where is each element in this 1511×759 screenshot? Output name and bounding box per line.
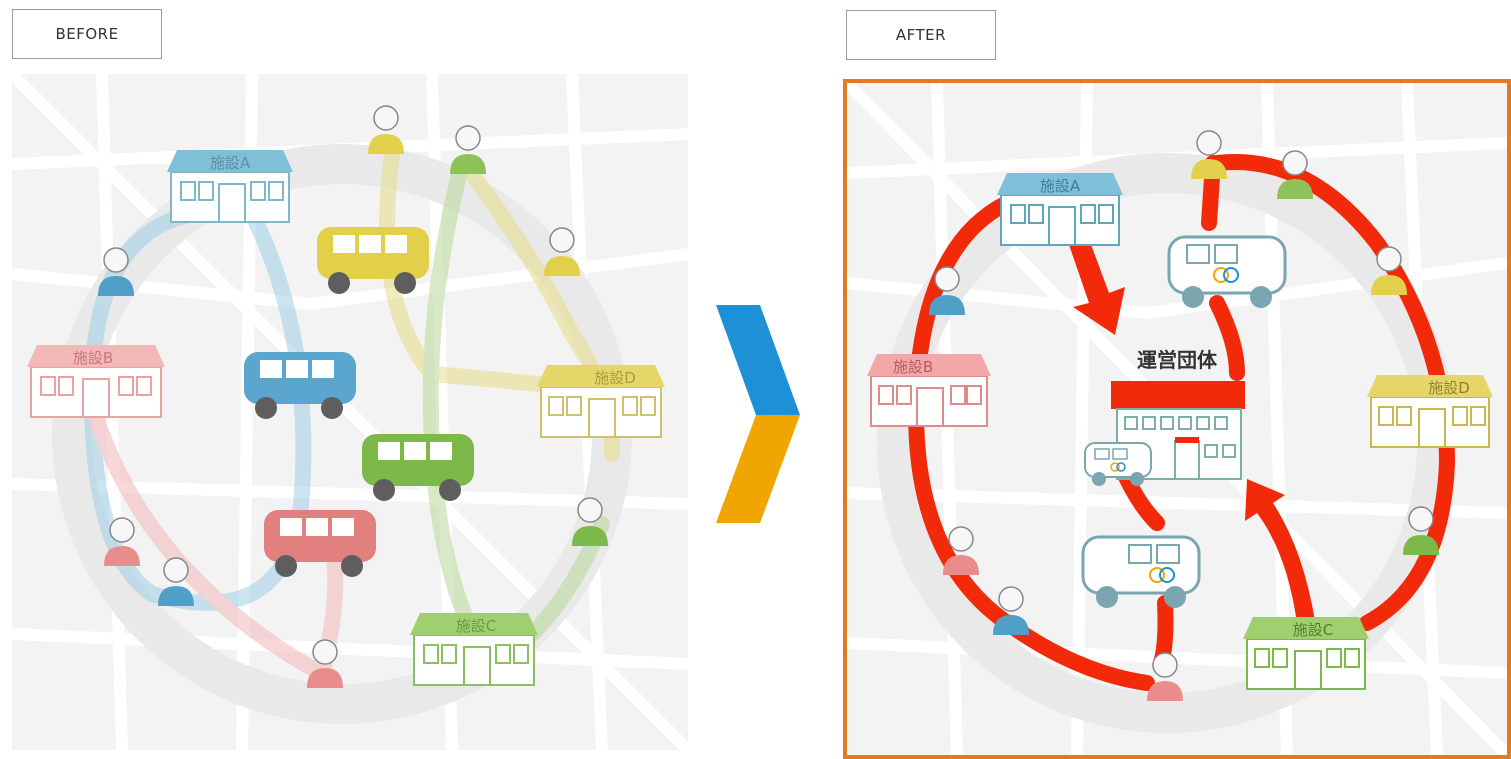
- before-label: BEFORE: [12, 9, 162, 59]
- facility-a-label: 施設A: [210, 154, 251, 172]
- van-icon: [1081, 535, 1201, 608]
- facility-d-label: 施設D: [1428, 379, 1470, 397]
- van-icon: [317, 227, 429, 294]
- center-label: 運営団体: [1137, 348, 1218, 372]
- arrow-to-center: [1065, 223, 1315, 623]
- facility-b-label: 施設B: [73, 349, 113, 367]
- facility-b: 施設B: [867, 354, 991, 427]
- van-icon: [1167, 235, 1287, 308]
- facility-a-label: 施設A: [1040, 177, 1081, 195]
- route-loop-right: [1209, 154, 1456, 631]
- after-label: AFTER: [846, 10, 996, 60]
- facility-a: 施設A: [167, 150, 293, 223]
- arrow-right-chevron-icon: [716, 305, 800, 523]
- facility-b-label: 施設B: [893, 358, 933, 376]
- facility-a: 施設A: [997, 173, 1123, 246]
- facility-c: 施設C: [410, 613, 538, 686]
- van-icon: [244, 352, 356, 419]
- van-icon: [264, 510, 376, 577]
- facility-b: 施設B: [27, 345, 165, 418]
- van-icon: [1084, 442, 1152, 486]
- facility-c: 施設C: [1243, 617, 1369, 690]
- after-diagram: 施設A 施設B 施設D 施設C 運営団体: [843, 79, 1511, 759]
- van-icon: [362, 434, 474, 501]
- facility-d-label: 施設D: [594, 369, 636, 387]
- facility-d: 施設D: [1367, 375, 1493, 448]
- route-pink: [84, 396, 330, 682]
- facility-c-label: 施設C: [456, 617, 496, 635]
- before-diagram: 施設A 施設B 施設D 施設C: [12, 74, 688, 750]
- facility-d: 施設D: [537, 365, 665, 438]
- facility-c-label: 施設C: [1293, 621, 1333, 639]
